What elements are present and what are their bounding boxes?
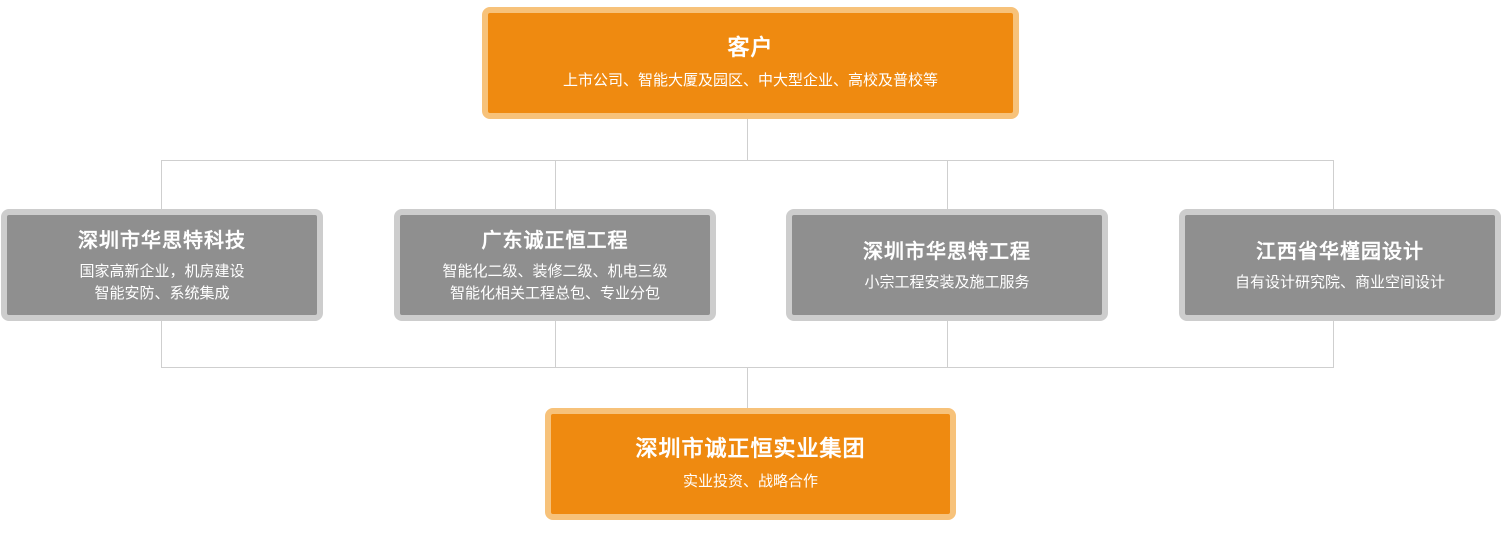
connector-rise-1: [161, 320, 162, 368]
company-desc: 自有设计研究院、商业空间设计: [1235, 271, 1445, 293]
customer-desc: 上市公司、智能大厦及园区、中大型企业、高校及普校等: [562, 71, 938, 89]
connector-drop-1: [161, 160, 162, 210]
connector-rise-2: [555, 320, 556, 368]
company-title: 广东诚正恒工程: [481, 228, 629, 252]
connector-drop-2: [555, 160, 556, 210]
company-title: 深圳市华思特科技: [78, 228, 246, 252]
company-box-3: 深圳市华思特工程 小宗工程安装及施工服务: [786, 209, 1108, 321]
connector-drop-4: [1333, 160, 1334, 210]
company-desc: 国家高新企业，机房建设 智能安防、系统集成: [79, 260, 244, 304]
connector-top-horizontal: [161, 160, 1334, 161]
customer-title: 客户: [727, 36, 774, 61]
company-desc-line: 智能化相关工程总包、专业分包: [449, 284, 660, 302]
company-box-4: 江西省华槿园设计 自有设计研究院、商业空间设计: [1179, 209, 1501, 321]
company-desc-line: 国家高新企业，机房建设: [79, 262, 245, 280]
company-desc: 智能化二级、装修二级、机电三级 智能化相关工程总包、专业分包: [442, 260, 667, 304]
group-box: 深圳市诚正恒实业集团 实业投资、战略合作: [545, 408, 956, 520]
company-box-1: 深圳市华思特科技 国家高新企业，机房建设 智能安防、系统集成: [1, 209, 323, 321]
connector-rise-3: [947, 320, 948, 368]
connector-drop-3: [947, 160, 948, 210]
company-desc-line: 智能安防、系统集成: [94, 284, 230, 302]
group-title: 深圳市诚正恒实业集团: [635, 437, 866, 462]
connector-top-vertical: [747, 118, 748, 160]
company-desc-line: 自有设计研究院、商业空间设计: [1234, 273, 1445, 291]
company-title: 江西省华槿园设计: [1256, 239, 1424, 263]
company-title: 深圳市华思特工程: [863, 239, 1031, 263]
company-desc: 小宗工程安装及施工服务: [864, 271, 1029, 293]
company-desc-line: 小宗工程安装及施工服务: [864, 273, 1030, 291]
company-desc-line: 智能化二级、装修二级、机电三级: [442, 262, 668, 280]
customer-box: 客户 上市公司、智能大厦及园区、中大型企业、高校及普校等: [482, 7, 1019, 119]
group-desc: 实业投资、战略合作: [682, 472, 818, 490]
company-box-2: 广东诚正恒工程 智能化二级、装修二级、机电三级 智能化相关工程总包、专业分包: [394, 209, 716, 321]
connector-rise-4: [1333, 320, 1334, 368]
connector-bottom-vertical: [747, 367, 748, 409]
